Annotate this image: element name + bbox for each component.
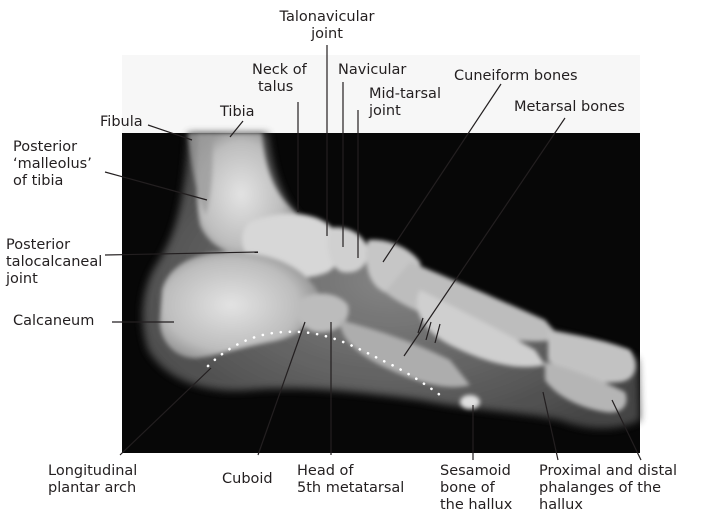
- label-calcaneum: Calcaneum: [13, 313, 94, 330]
- label-sesamoid-bone: Sesamoid bone of the hallux: [440, 463, 512, 514]
- label-cuneiform-bones: Cuneiform bones: [454, 68, 578, 85]
- label-navicular: Navicular: [338, 62, 406, 79]
- label-head-of-5th-metatarsal: Head of 5th metatarsal: [297, 463, 404, 497]
- label-neck-of-talus: Neck of talus: [252, 62, 307, 96]
- label-tibia: Tibia: [220, 104, 255, 121]
- label-posterior-malleolus: Posterior ‘malleolus’ of tibia: [13, 139, 92, 190]
- label-posterior-talocalcaneal-joint: Posterior talocalcaneal joint: [6, 237, 102, 288]
- label-phalanges: Proximal and distal phalanges of the hal…: [539, 463, 677, 514]
- label-fibula: Fibula: [100, 114, 143, 131]
- label-talonavicular-joint: Talonavicular joint: [270, 9, 384, 43]
- label-longitudinal-plantar-arch: Longitudinal plantar arch: [48, 463, 137, 497]
- label-mid-tarsal-joint: Mid-tarsal joint: [369, 86, 441, 120]
- sesamoid-bone: [460, 395, 480, 409]
- label-cuboid: Cuboid: [222, 471, 273, 488]
- label-metatarsal-bones: Metarsal bones: [514, 99, 625, 116]
